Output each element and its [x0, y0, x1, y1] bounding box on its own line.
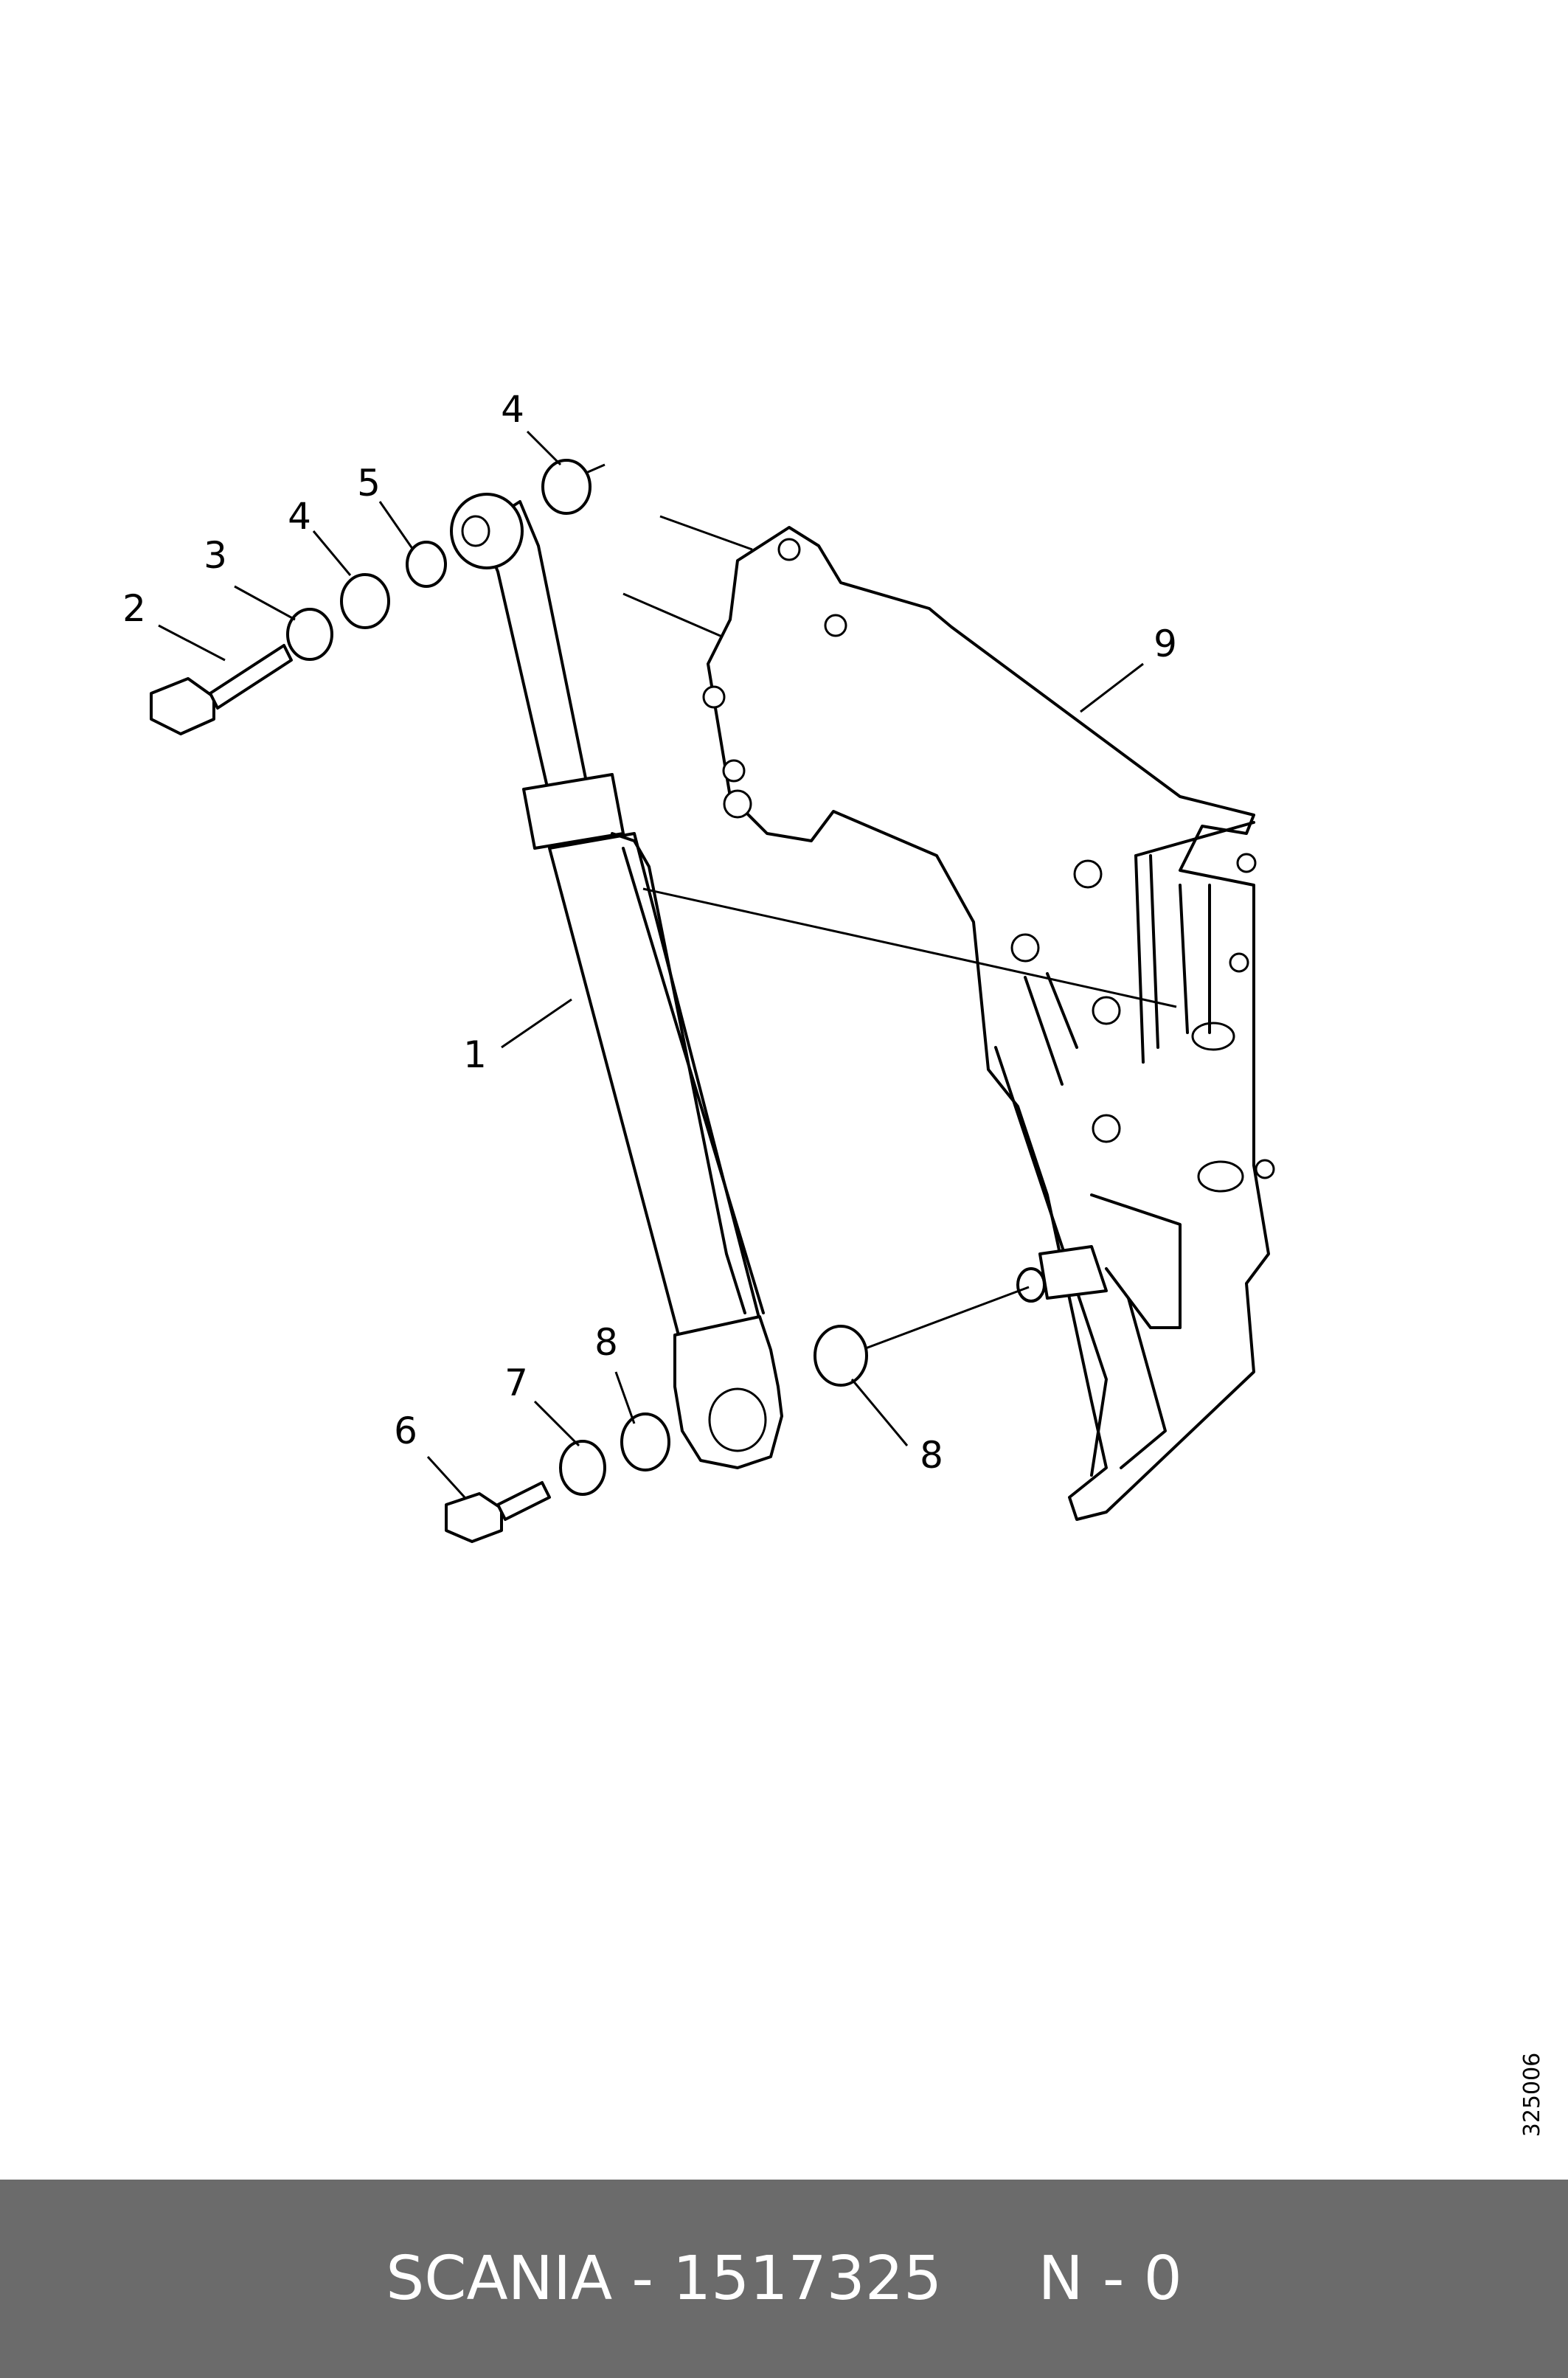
callout-2: 2 [122, 587, 146, 630]
callout-6: 6 [394, 1410, 417, 1452]
bushing-upper-4 [541, 459, 592, 515]
spacer-5 [406, 541, 447, 588]
bolt-upper [150, 644, 293, 735]
bushing-lower-8 [620, 1412, 670, 1471]
leader-lines [158, 430, 1144, 1499]
callout-8: 8 [920, 1434, 943, 1477]
callout-7: 7 [504, 1362, 528, 1404]
bolt-lower [445, 1481, 551, 1543]
bushing-right-8 [814, 1325, 868, 1387]
callout-4-top: 4 [501, 388, 524, 431]
callout-5: 5 [357, 462, 381, 505]
callout-3: 3 [204, 534, 227, 577]
parts-diagram [150, 430, 1275, 1543]
drawing-number: 325006 [1519, 2052, 1545, 2138]
cylinder-body [450, 463, 1177, 1469]
washer-lower [559, 1440, 606, 1496]
callout-1: 1 [463, 1033, 487, 1076]
callout-9: 9 [1154, 623, 1177, 665]
callout-4: 4 [288, 495, 311, 538]
washer-upper [286, 608, 333, 661]
part-number-label: SCANIA - 1517325 N - 0 [386, 2244, 1182, 2314]
bushing-lower-4 [340, 573, 390, 629]
frame-bracket [622, 515, 1275, 1521]
footer-bar: SCANIA - 1517325 N - 0 [0, 2180, 1568, 2378]
callout-8-top: 8 [594, 1321, 618, 1364]
